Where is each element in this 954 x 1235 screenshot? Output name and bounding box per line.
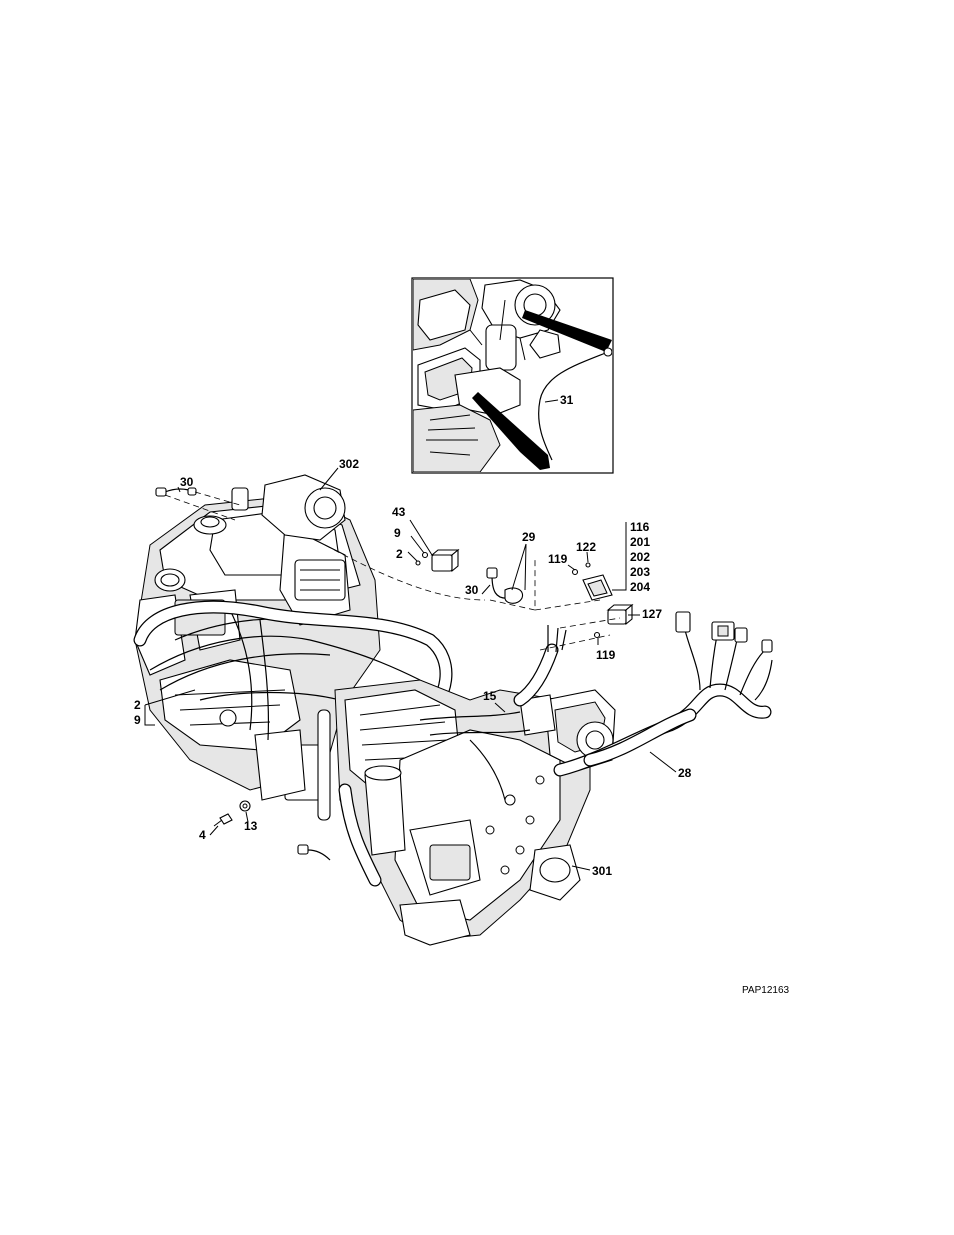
callout-203: 203 <box>630 565 650 579</box>
part-116-module <box>573 563 613 600</box>
callout-13: 13 <box>244 819 258 833</box>
inset-detail-view: 31 <box>412 278 613 473</box>
callout-2-lower: 2 <box>134 698 141 712</box>
callout-119-lower: 119 <box>596 648 616 662</box>
part-43-relay <box>416 550 458 571</box>
callout-30-centre: 30 <box>465 583 479 597</box>
callout-4: 4 <box>199 828 206 842</box>
part-lower-sensor <box>298 845 330 860</box>
figure-id: PAP12163 <box>742 985 790 996</box>
callout-9-lower: 9 <box>134 713 141 727</box>
callout-122: 122 <box>576 540 596 554</box>
callout-302: 302 <box>339 457 359 471</box>
callout-201: 201 <box>630 535 650 549</box>
callout-43: 43 <box>392 505 406 519</box>
callout-28: 28 <box>678 766 692 780</box>
callout-301: 301 <box>592 864 612 878</box>
callout-31: 31 <box>560 393 574 407</box>
callout-15: 15 <box>483 689 497 703</box>
callout-204: 204 <box>630 580 650 594</box>
callout-9-upper: 9 <box>394 526 401 540</box>
callout-116: 116 <box>630 520 650 534</box>
callout-2-upper: 2 <box>396 547 403 561</box>
callout-29: 29 <box>522 530 536 544</box>
part-30-sensor-left <box>156 488 196 496</box>
callout-202: 202 <box>630 550 650 564</box>
callout-119-upper: 119 <box>548 552 568 566</box>
callout-127: 127 <box>642 607 662 621</box>
callout-30-left: 30 <box>180 475 194 489</box>
main-assembly <box>135 468 772 945</box>
